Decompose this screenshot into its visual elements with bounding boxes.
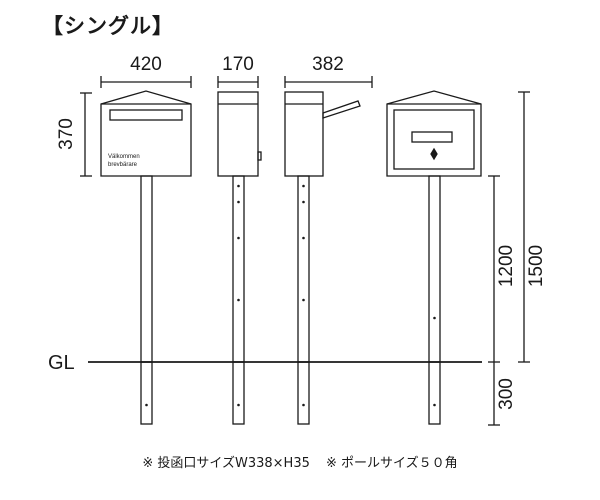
dimension-front-width-label: 420 [130,54,162,75]
diagram-title: 【シングル】 [42,14,174,38]
dimension-side-width-label: 170 [222,54,254,75]
dimension-height-above-box-label: 1200 [496,245,517,287]
dimension-height-above-box: 1200 [488,175,517,363]
note-pole-size: ※ ポールサイズ５０角 [326,456,458,471]
ground-label: GL [48,352,75,374]
dimension-total-height: 1500 [518,91,547,363]
product-label-line2: brevbärare [108,162,138,168]
dimension-underground-label: 300 [496,378,517,410]
dimension-underground: 300 [488,362,517,426]
dimension-side-width: 170 [217,54,259,88]
ground-line: GL [48,352,482,374]
dimension-box-height-label: 370 [56,118,77,150]
dimension-side-open-width-label: 382 [312,54,344,75]
notes-line: ※ 投函口サイズW338×H35 ※ ポールサイズ５０角 [0,452,600,471]
dimension-box-height: 370 [56,92,92,177]
front-view: Välkommen brevbärare [100,90,192,425]
dimension-total-height-label: 1500 [526,245,547,287]
back-view [386,90,482,425]
note-slot-size: ※ 投函口サイズW338×H35 [142,456,310,471]
side-view [217,91,262,425]
side-open-view [284,91,361,425]
dimension-front-width: 420 [100,54,192,88]
product-label-line1: Välkommen [108,154,140,160]
dimension-side-open-width: 382 [284,54,373,88]
